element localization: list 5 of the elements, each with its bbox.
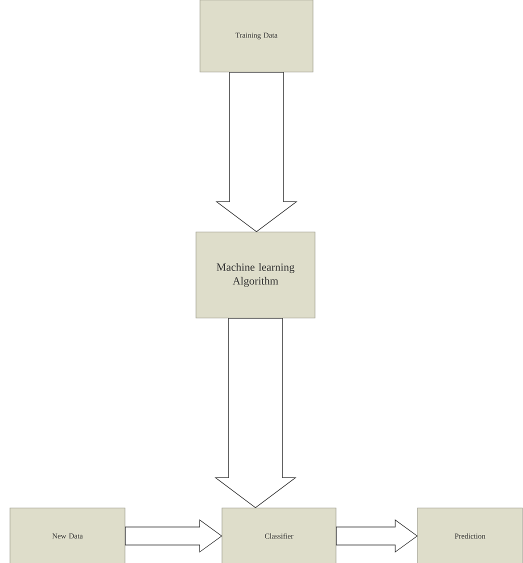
block-arrow [215, 72, 298, 232]
block-arrow [214, 318, 297, 508]
block-arrow [124, 519, 222, 553]
block-arrow [336, 519, 418, 553]
process-box: Machine learning Algorithm [196, 232, 316, 318]
